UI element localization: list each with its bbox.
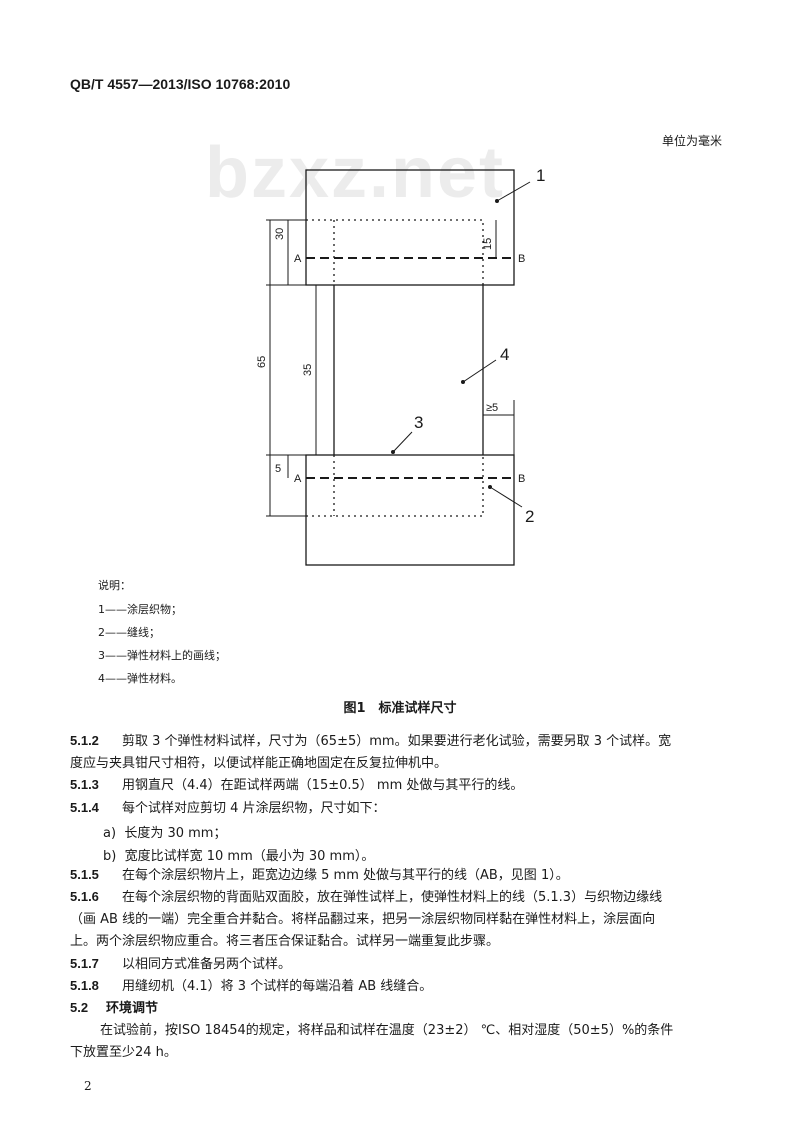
dim-label-65: 65: [256, 356, 268, 368]
section-5-2-body: 在试验前，按ISO 18454的规定，将样品和试样在温度（23±2） ℃、相对湿…: [70, 1020, 730, 1064]
legend-item: 1——涂层织物；: [98, 603, 182, 616]
unit-note: 单位为毫米: [661, 134, 722, 148]
clause-number: 5.1.4: [70, 800, 99, 815]
section-5-2-heading: 5.2 环境调节: [70, 997, 730, 1020]
clause-number: 5.1.3: [70, 777, 99, 792]
dim-label-35: 35: [302, 364, 314, 376]
sub-item-label: a): [103, 826, 117, 841]
sub-item-label: b): [103, 849, 117, 864]
clause-5-1-6: 5.1.6 在每个涂层织物的背面贴双面胶，放在弹性试样上，使弹性材料上的线（5.1…: [70, 886, 730, 953]
legend-item: 2——缝线；: [98, 626, 160, 639]
clause-text: 用钢直尺（4.4）在距试样两端（15±0.5） mm 处做与其平行的线。: [122, 778, 524, 793]
top-fabric-rect: [305, 169, 515, 286]
clause-number: 5.1.7: [70, 956, 99, 971]
clause-text: 每个试样对应剪切 4 片涂层织物，尺寸如下：: [122, 801, 386, 816]
clause-number: 5.1.2: [70, 733, 99, 748]
clause-5-1-4: 5.1.4 每个试样对应剪切 4 片涂层织物，尺寸如下：: [70, 797, 730, 820]
dim-label-30: 30: [274, 228, 286, 240]
label-a-bottom: A: [294, 473, 302, 485]
leader-4: [462, 359, 497, 383]
watermark: bzxz.net: [205, 133, 506, 213]
legend-title: 说明：: [98, 579, 131, 592]
legend-item: 4——弹性材料。: [98, 672, 182, 685]
section-body-text: 下放置至少24 h。: [70, 1045, 177, 1060]
label-b-top: B: [518, 253, 525, 265]
clause-5-1-2: 5.1.2 剪取 3 个弹性材料试样，尺寸为（65±5）mm。如果要进行老化试验，…: [70, 730, 730, 775]
clause-5-1-3: 5.1.3 用钢直尺（4.4）在距试样两端（15±0.5） mm 处做与其平行的线…: [70, 774, 730, 797]
top-hidden-outline: [306, 219, 484, 285]
sub-item-text: 宽度比试样宽 10 mm（最小为 30 mm）。: [124, 849, 375, 864]
section-number: 5.2: [70, 1000, 89, 1015]
clause-text: 度应与夹具钳尺寸相符，以便试样能正确地固定在反复拉伸机中。: [70, 756, 448, 771]
label-b-bottom: B: [518, 473, 525, 485]
clause-number: 5.1.6: [70, 889, 99, 904]
leader-1: [496, 181, 531, 202]
legend-item: 3——弹性材料上的画线；: [98, 649, 226, 662]
figure-caption: 图1 标准试样尺寸: [343, 701, 457, 716]
leader-3: [392, 431, 413, 453]
clause-5-1-8: 5.1.8 用缝纫机（4.1）将 3 个试样的每端沿着 AB 线缝合。: [70, 975, 730, 998]
dim-label-15: 15: [482, 238, 494, 250]
section-body-text: 在试验前，按ISO 18454的规定，将样品和试样在温度（23±2） ℃、相对湿…: [100, 1023, 674, 1038]
sub-item-b: b) 宽度比试样宽 10 mm（最小为 30 mm）。: [103, 845, 374, 864]
standard-code-header: QB/T 4557—2013/ISO 10768:2010: [70, 76, 291, 92]
leader-2: [489, 486, 523, 508]
section-title: 环境调节: [106, 1001, 159, 1016]
callout-4: 4: [500, 345, 509, 364]
clause-text: （画 AB 线的一端）完全重合并黏合。将样品翻过来，把另一涂层织物同样黏在弹性材…: [70, 912, 656, 927]
clause-5-1-5: 5.1.5 在每个涂层织物片上，距宽边边缘 5 mm 处做与其平行的线（AB，见图…: [70, 864, 730, 887]
callout-1: 1: [536, 166, 545, 185]
callout-2: 2: [525, 507, 534, 526]
dim-label-ge5: ≥5: [486, 402, 498, 414]
clause-text: 在每个涂层织物片上，距宽边边缘 5 mm 处做与其平行的线（AB，见图 1）。: [122, 868, 569, 883]
clause-number: 5.1.5: [70, 867, 99, 882]
bottom-fabric-rect: [305, 454, 515, 566]
clause-text: 剪取 3 个弹性材料试样，尺寸为（65±5）mm。如果要进行老化试验，需要另取 …: [122, 734, 672, 749]
page-number: 2: [84, 1079, 92, 1093]
specimen-figure: 1 2 3 4 A B A B 30 15 65 35 ≥5 5: [256, 166, 545, 566]
dim-label-5: 5: [275, 463, 281, 475]
clause-number: 5.1.8: [70, 978, 99, 993]
clause-5-1-7: 5.1.7 以相同方式准备另两个试样。: [70, 953, 730, 976]
clause-text: 上。两个涂层织物应重合。将三者压合保证黏合。试样另一端重复此步骤。: [70, 934, 500, 949]
label-a-top: A: [294, 253, 302, 265]
callout-3: 3: [414, 413, 423, 432]
clause-text: 以相同方式准备另两个试样。: [122, 957, 292, 972]
sub-item-text: 长度为 30 mm；: [124, 826, 227, 841]
clause-text: 用缝纫机（4.1）将 3 个试样的每端沿着 AB 线缝合。: [122, 979, 433, 994]
sub-item-a: a) 长度为 30 mm；: [103, 822, 226, 841]
clause-text: 在每个涂层织物的背面贴双面胶，放在弹性试样上，使弹性材料上的线（5.1.3）与织…: [122, 890, 663, 905]
bottom-hidden-outline: [306, 455, 484, 517]
